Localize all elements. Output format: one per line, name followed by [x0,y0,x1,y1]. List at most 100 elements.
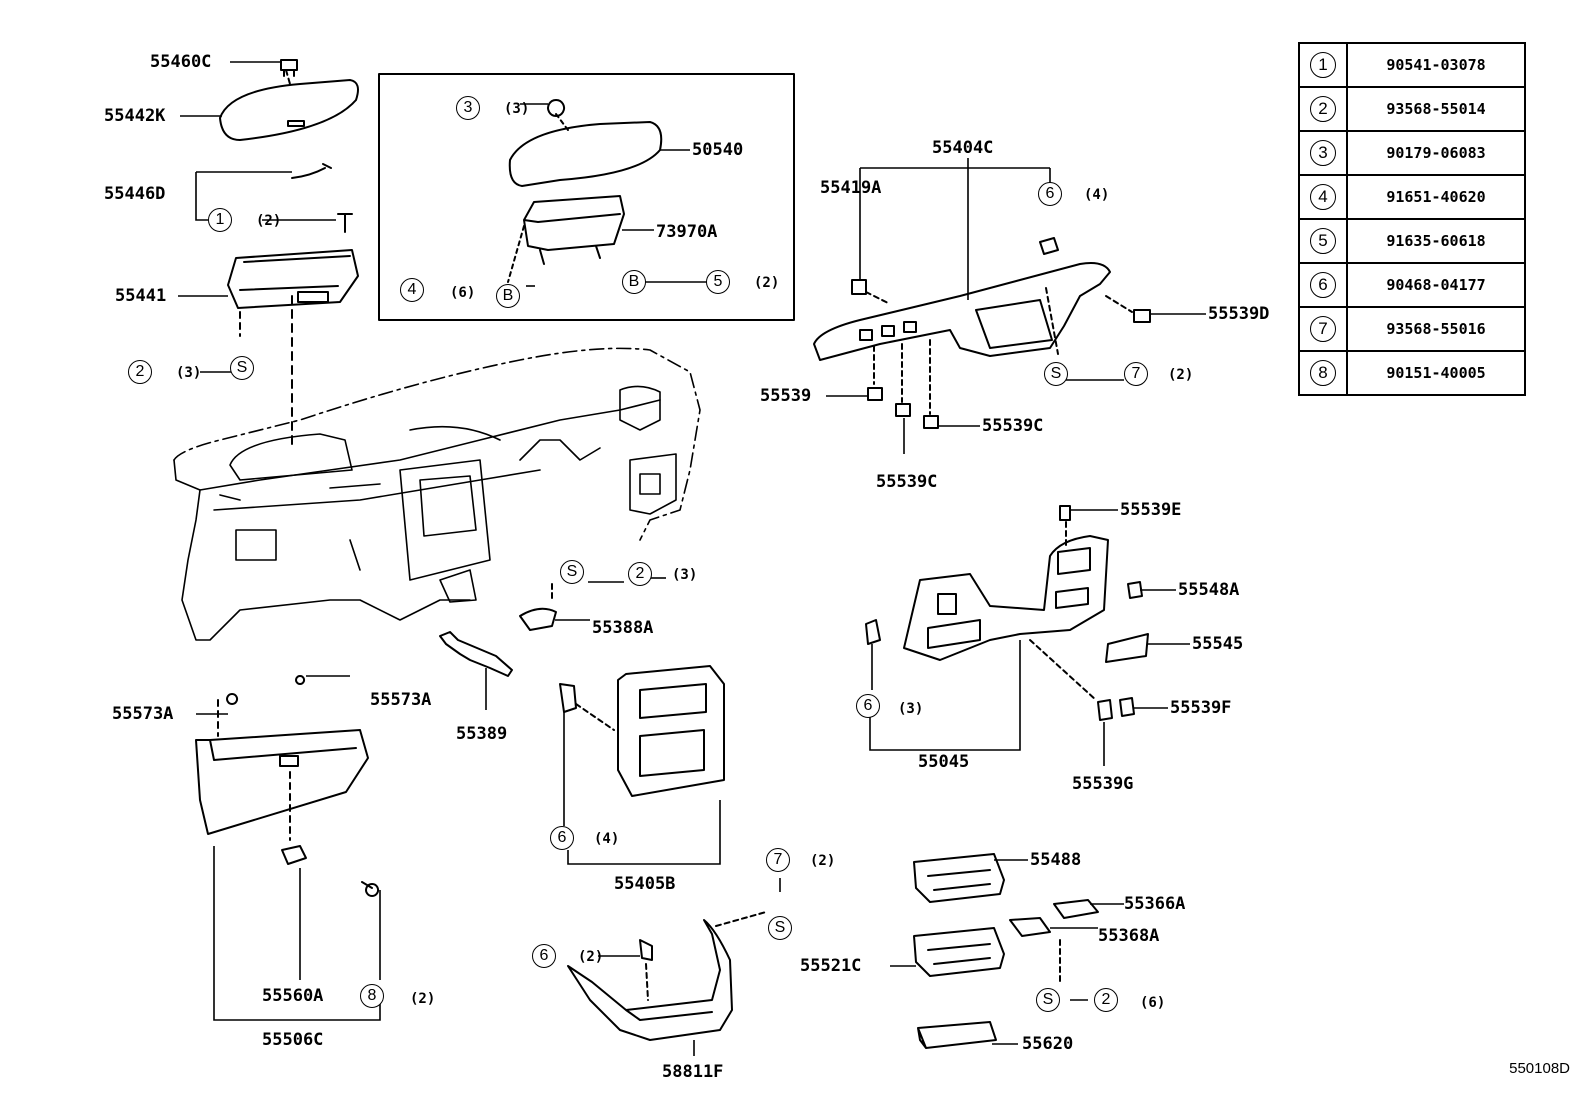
part-label-55539: 55539 [760,386,812,406]
legend-row: 4 91651-40620 [1298,174,1526,220]
qty-2: (3) [176,365,202,381]
ref-symbol-b-left: B [496,284,520,308]
bracket-55389-shape [439,631,513,677]
ref-symbol-2-lower-right: 2 [1094,988,1118,1012]
ref-symbol-s-center: S [560,560,584,584]
ref-symbol-8: 8 [360,984,384,1008]
part-label-55560a: 55560A [262,986,324,1006]
ref-symbol-3: 3 [456,96,480,120]
wire-55446d-shape [291,163,332,179]
part-label-55539c-right: 55539C [982,416,1044,436]
symbol-legend-table: 1 90541-03078 2 93568-55014 3 90179-06083 4 916… [1298,42,1526,396]
ref-symbol-2: 2 [128,360,152,384]
cassette-55620-shape [917,1021,997,1049]
ref-symbol-b-right: B [622,270,646,294]
ref-symbol-s: S [230,356,254,380]
legend-symbol: 6 [1310,272,1336,298]
qty-8: (2) [410,991,436,1007]
qty-7-top: (2) [1168,367,1194,383]
airbag-cover-50540-shape [508,121,663,187]
bracket-55366a-shape [1053,899,1099,919]
part-label-55404c: 55404C [932,138,994,158]
part-label-55388a: 55388A [592,618,654,638]
legend-part-number: 90468-04177 [1346,262,1526,308]
qty-6-bottom: (2) [578,949,604,965]
cluster-finish-55404c-shape [813,262,1111,361]
legend-part-number: 91651-40620 [1346,174,1526,220]
legend-symbol: 8 [1310,360,1336,386]
part-label-55573a-right: 55573A [370,690,432,710]
legend-part-number: 91635-60618 [1346,218,1526,264]
part-label-58811f: 58811F [662,1062,724,1082]
bracket-55368a-shape [1009,917,1051,937]
part-label-55419a: 55419A [820,178,882,198]
part-label-55539g: 55539G [1072,774,1134,794]
qty-2-center: (3) [672,567,698,583]
qty-4: (6) [450,285,476,301]
legend-symbol: 3 [1310,140,1336,166]
part-label-55405b: 55405B [614,874,676,894]
ref-symbol-6-center: 6 [550,826,574,850]
center-cluster-55405b-shape [617,665,725,797]
ref-symbol-5: 5 [706,270,730,294]
legend-row: 1 90541-03078 [1298,42,1526,88]
lower-finish-55045-shape [903,535,1109,661]
legend-part-number: 90151-40005 [1346,350,1526,396]
qty-5: (2) [754,275,780,291]
legend-symbol: 5 [1310,228,1336,254]
part-label-55620: 55620 [1022,1034,1074,1054]
part-label-55539d: 55539D [1208,304,1270,324]
legend-row: 6 90468-04177 [1298,262,1526,308]
part-label-55548a: 55548A [1178,580,1240,600]
legend-part-number: 93568-55014 [1346,86,1526,132]
part-label-55539e: 55539E [1120,500,1182,520]
legend-row: 5 91635-60618 [1298,218,1526,264]
part-label-55539c-lower: 55539C [876,472,938,492]
part-label-55045: 55045 [918,752,970,772]
legend-row: 8 90151-40005 [1298,350,1526,396]
lower-cover-58811f-shape [567,919,733,1041]
part-label-55368a: 55368A [1098,926,1160,946]
airbag-module-73970a-shape [523,195,625,265]
legend-part-number: 90541-03078 [1346,42,1526,88]
part-label-55521c: 55521C [800,956,862,976]
part-label-55539f: 55539F [1170,698,1232,718]
legend-symbol: 1 [1310,52,1336,78]
qty-6-top: (4) [1084,187,1110,203]
ref-symbol-7-top: 7 [1124,362,1148,386]
part-label-55573a-left: 55573A [112,704,174,724]
leader-lines [178,61,1206,1056]
legend-symbol: 4 [1310,184,1336,210]
lock-55560a-shape [281,845,307,865]
pocket-55441-shape [227,249,359,309]
part-label-55506c: 55506C [262,1030,324,1050]
part-label-55488: 55488 [1030,850,1082,870]
qty-3: (3) [504,101,530,117]
legend-row: 2 93568-55014 [1298,86,1526,132]
glove-box-55506c-shape [195,729,369,835]
airbag-inset-frame [378,73,795,321]
legend-part-number: 90179-06083 [1346,130,1526,176]
ref-symbol-7-bottom: 7 [766,848,790,872]
ref-symbol-6-mid: 6 [856,694,880,718]
part-label-50540: 50540 [692,140,744,160]
diagram-id: 550108D [1509,1060,1570,1077]
screw-1-shape [337,213,353,233]
instrument-panel-shape [173,347,701,641]
ref-symbol-2-center: 2 [628,562,652,586]
legend-symbol: 7 [1310,316,1336,342]
ref-symbol-6-bottom: 6 [532,944,556,968]
clip-55460c-shape [280,59,298,77]
part-label-55442k: 55442K [104,106,166,126]
cover-55442k-shape [219,79,359,141]
ref-symbol-s-bottom: S [768,916,792,940]
part-label-55389: 55389 [456,724,508,744]
part-label-55366a: 55366A [1124,894,1186,914]
legend-symbol: 2 [1310,96,1336,122]
part-label-55460c: 55460C [150,52,212,72]
pocket-55521c-shape [913,927,1005,977]
ref-symbol-s-right: S [1044,362,1068,386]
pocket-55488-shape [913,853,1005,903]
